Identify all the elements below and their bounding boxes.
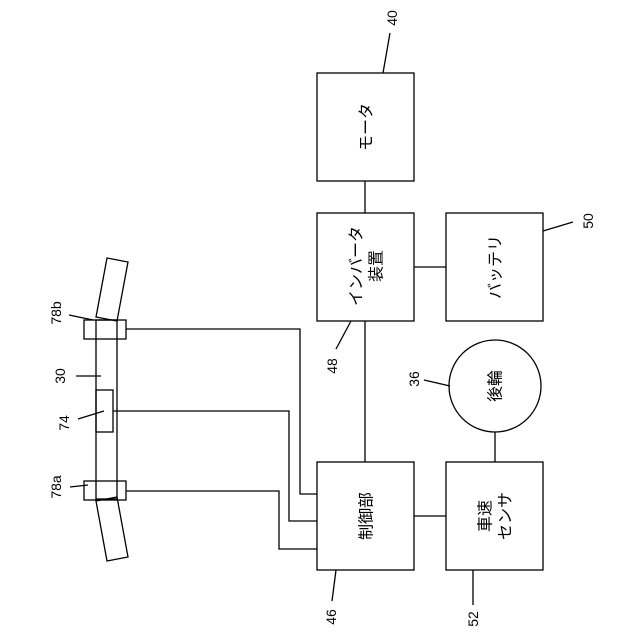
inverter-block bbox=[317, 213, 414, 321]
ref-30: 30 bbox=[52, 368, 68, 384]
ref-78a: 78a bbox=[48, 475, 64, 499]
handlebar-lower-grip bbox=[96, 497, 128, 561]
ref-78b: 78b bbox=[48, 301, 64, 325]
speed-sensor-label-line1: 車速 bbox=[476, 500, 495, 532]
center-sensor bbox=[96, 390, 113, 432]
inverter-label-line1: インバータ bbox=[347, 226, 366, 306]
speed-sensor-block bbox=[446, 462, 543, 570]
leader-74 bbox=[78, 411, 104, 419]
leader-50 bbox=[543, 222, 573, 231]
control-label: 制御部 bbox=[357, 492, 376, 540]
motor-label: モータ bbox=[357, 103, 376, 151]
leader-78a bbox=[70, 485, 88, 487]
grip-sensor-b bbox=[84, 320, 126, 339]
ref-48: 48 bbox=[324, 358, 340, 374]
ref-52: 52 bbox=[465, 611, 481, 627]
inverter-label-line2: 装置 bbox=[367, 250, 386, 282]
ref-50: 50 bbox=[580, 213, 596, 229]
grip-sensor-a bbox=[84, 481, 126, 500]
ref-36: 36 bbox=[406, 371, 422, 387]
rear-wheel-label: 後輪 bbox=[486, 370, 505, 402]
wire-74 bbox=[113, 411, 317, 521]
leader-40 bbox=[383, 33, 390, 73]
ref-40: 40 bbox=[384, 10, 400, 26]
speed-sensor-label-line2: センサ bbox=[496, 492, 515, 540]
handlebar-upper-grip bbox=[96, 258, 128, 321]
ref-46: 46 bbox=[323, 609, 339, 625]
leader-36 bbox=[424, 380, 450, 386]
leader-46 bbox=[332, 570, 336, 601]
leader-78b bbox=[69, 315, 93, 320]
handlebar-bar bbox=[96, 320, 117, 499]
battery-label: バッテリ bbox=[486, 235, 505, 299]
ref-74: 74 bbox=[56, 415, 72, 431]
leader-48 bbox=[336, 321, 351, 349]
